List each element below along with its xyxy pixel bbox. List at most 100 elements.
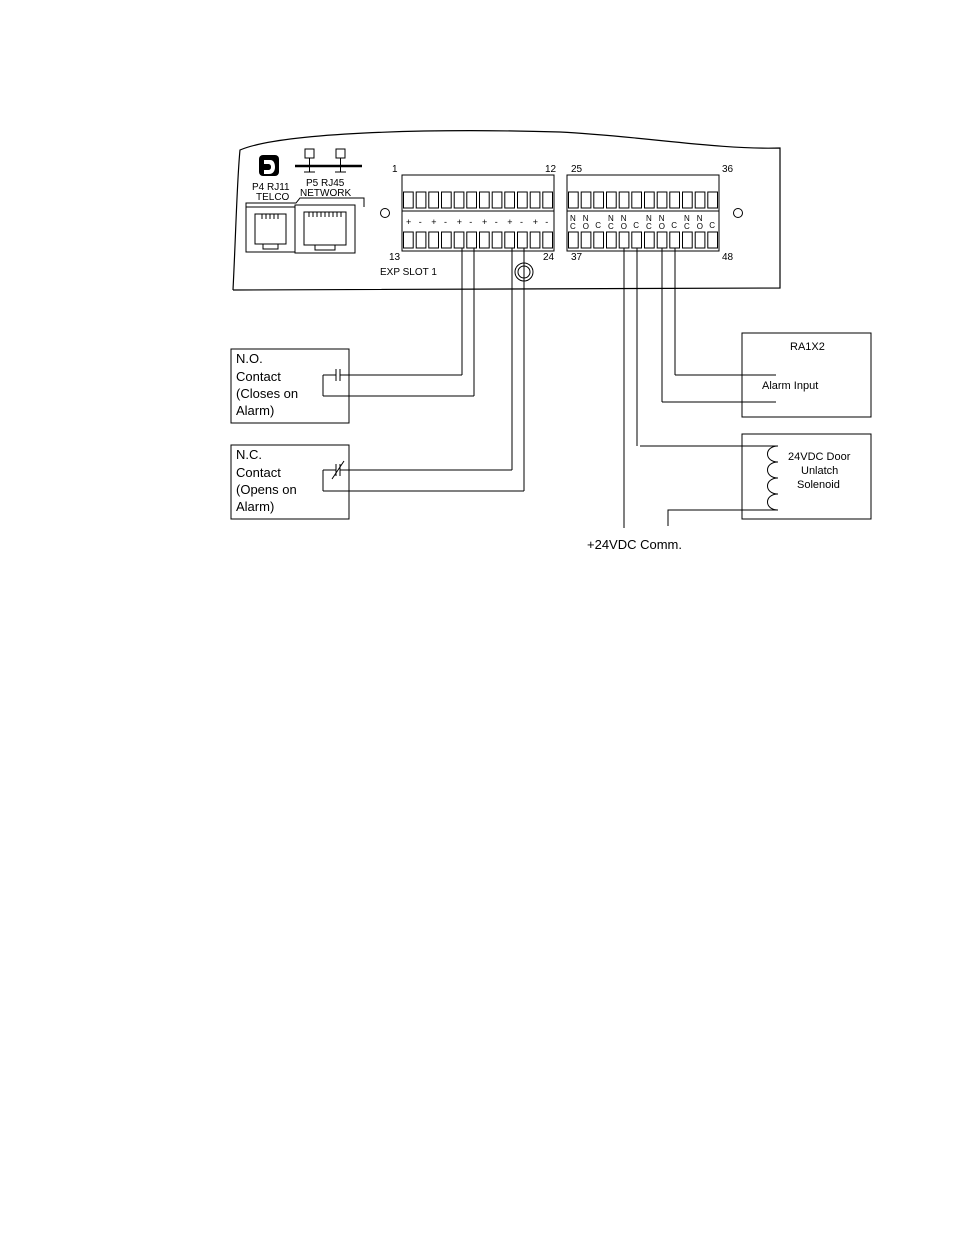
solenoid-line3: Solenoid — [797, 479, 840, 491]
solenoid-coil-icon — [640, 445, 779, 526]
left-bottom-terminal-7 — [479, 231, 490, 249]
right-top-terminal-6 — [631, 191, 642, 209]
solenoid-line2: Unlatch — [801, 465, 838, 477]
nc-contact-line3: (Opens on — [236, 482, 297, 497]
input-wires — [461, 248, 525, 491]
relay-label: O — [659, 222, 665, 231]
mounting-hole-right — [733, 208, 743, 218]
terminal-number-37: 37 — [571, 252, 583, 263]
left-bottom-terminal-6 — [466, 231, 477, 249]
left-top-terminal-7 — [479, 191, 490, 209]
ra1x2-alarm-input-label: Alarm Input — [762, 380, 818, 392]
right-bottom-terminal-3 — [593, 231, 604, 249]
polarity-label: - — [469, 217, 472, 227]
relay-label: O — [583, 222, 589, 231]
right-bottom-terminal-10 — [682, 231, 693, 249]
ra1x2-box: RA1X2 Alarm Input — [741, 332, 872, 418]
right-top-terminal-11 — [694, 191, 706, 209]
terminal-number-12: 12 — [545, 164, 557, 175]
p4-label-line1: P4 RJ11 — [252, 182, 290, 193]
polarity-label: - — [495, 217, 498, 227]
nc-contact-symbol — [322, 460, 524, 492]
right-bottom-terminal-11 — [694, 231, 706, 249]
exp-slot-label: EXP SLOT 1 — [380, 267, 437, 278]
left-bottom-terminal-5 — [453, 231, 465, 249]
supply-label: +24VDC Comm. — [587, 537, 682, 552]
p4-rj11-telco-jack: P4 RJ11 TELCO — [245, 155, 296, 253]
left-top-terminal-1 — [403, 191, 414, 209]
nc-contact-line2: Contact — [236, 465, 281, 480]
mounting-hole-left — [380, 208, 390, 218]
relay-label: C — [684, 222, 690, 231]
no-contact-line1: N.O. — [236, 351, 263, 366]
right-bottom-terminal-4 — [606, 231, 617, 249]
no-contact-line2: Contact — [236, 369, 281, 384]
polarity-label: + — [482, 217, 487, 227]
left-top-terminal-6 — [466, 191, 477, 209]
right-top-terminal-4 — [606, 191, 617, 209]
relay-label: N — [570, 214, 576, 223]
terminal-number-36: 36 — [722, 164, 734, 175]
right-bottom-terminal-12 — [707, 231, 718, 249]
no-contact-line3: (Closes on — [236, 386, 298, 401]
p5-label-line1: P5 RJ45 — [306, 178, 345, 189]
relay-label: N — [697, 214, 703, 223]
terminal-number-24: 24 — [543, 252, 555, 263]
left-bottom-terminal-8 — [491, 231, 503, 249]
no-contact-line4: Alarm) — [236, 403, 274, 418]
left-top-terminal-3 — [428, 191, 439, 209]
left-top-terminal-2 — [415, 191, 427, 209]
right-top-terminal-10 — [682, 191, 693, 209]
relay-label: C — [570, 222, 576, 231]
output-wires — [623, 248, 776, 528]
ra1x2-title: RA1X2 — [790, 341, 825, 353]
right-bottom-terminal-8 — [656, 231, 668, 249]
right-bottom-terminal-5 — [618, 231, 630, 249]
nc-contact-line4: Alarm) — [236, 499, 274, 514]
left-bottom-terminal-1 — [403, 231, 414, 249]
no-contact-box: N.O. Contact (Closes on Alarm) — [230, 348, 474, 424]
left-top-terminal-10 — [517, 191, 528, 209]
polarity-label: - — [419, 217, 422, 227]
no-contact-symbol — [322, 369, 474, 397]
right-top-terminal-9 — [669, 191, 680, 209]
relay-label: O — [621, 222, 627, 231]
terminal-number-13: 13 — [389, 252, 401, 263]
terminal-number-25: 25 — [571, 164, 583, 175]
p5-label-line2: NETWORK — [300, 188, 351, 199]
p4-label-line2: TELCO — [256, 192, 290, 203]
panel-outline — [232, 130, 781, 291]
right-bottom-terminal-9 — [669, 231, 680, 249]
relay-label: N — [646, 214, 652, 223]
right-top-terminal-7 — [644, 191, 655, 209]
polarity-label: - — [444, 217, 447, 227]
left-bottom-terminal-12 — [542, 231, 553, 249]
left-top-terminal-8 — [491, 191, 503, 209]
solenoid-line1: 24VDC Door — [788, 451, 851, 463]
right-top-terminal-8 — [656, 191, 668, 209]
right-top-terminal-2 — [580, 191, 592, 209]
relay-label: C — [646, 222, 652, 231]
polarity-label: + — [507, 217, 512, 227]
right-top-terminal-5 — [618, 191, 630, 209]
polarity-label: + — [533, 217, 538, 227]
nc-contact-line1: N.C. — [236, 447, 262, 462]
relay-label: N — [608, 214, 614, 223]
right-bottom-terminal-7 — [644, 231, 655, 249]
relay-label: N — [621, 214, 627, 223]
right-bottom-terminal-2 — [580, 231, 592, 249]
right-bottom-terminal-1 — [568, 231, 579, 249]
relay-label: C — [595, 221, 601, 230]
left-bottom-terminal-10 — [517, 231, 528, 249]
left-bottom-terminal-3 — [428, 231, 439, 249]
left-bottom-terminal-11 — [529, 231, 541, 249]
right-top-terminal-3 — [593, 191, 604, 209]
left-bottom-terminal-4 — [441, 231, 452, 249]
polarity-label: + — [431, 217, 436, 227]
relay-label: C — [608, 222, 614, 231]
polarity-label: - — [520, 217, 523, 227]
left-top-terminal-12 — [542, 191, 553, 209]
left-top-terminal-5 — [453, 191, 465, 209]
relay-label: C — [633, 221, 639, 230]
